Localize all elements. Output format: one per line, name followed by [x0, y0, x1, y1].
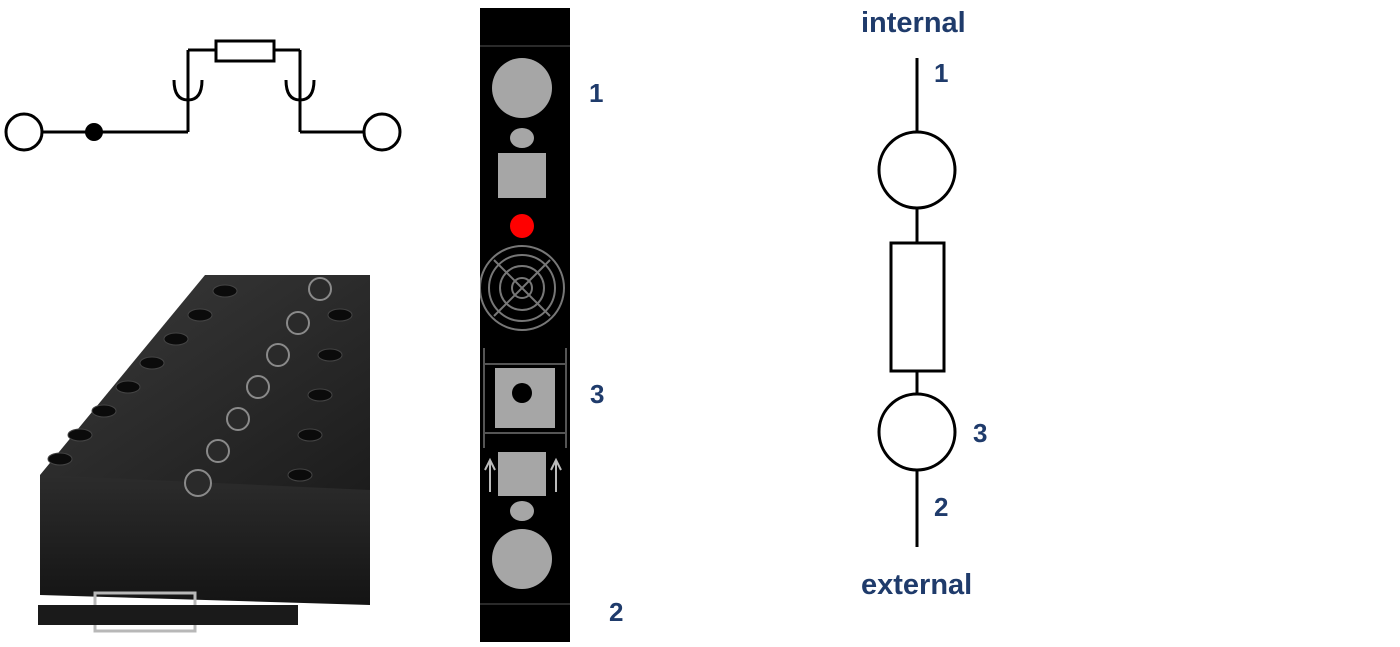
middle-terminal-hole: [512, 383, 532, 403]
junction-dot: [85, 123, 103, 141]
left-fuse-clip: [172, 79, 204, 102]
bottom-small-hole: [510, 501, 534, 521]
top-small-hole: [510, 128, 534, 148]
status-led: [510, 214, 534, 238]
top-square-terminal: [498, 153, 546, 198]
symbol-terminal-3-label: 3: [973, 418, 988, 448]
bottom-screw-circle: [492, 529, 552, 589]
terminal-1-circle: [877, 130, 957, 210]
terminal-slots: [47, 284, 353, 482]
middle-clamp-frame: [483, 348, 567, 448]
block-front-face: [40, 475, 370, 605]
top-screw-circle: [492, 58, 552, 118]
block-top-face: [40, 275, 370, 495]
right-terminal-circle: [362, 112, 402, 152]
module-front-view: [480, 8, 570, 642]
left-terminal-circle: [4, 112, 44, 152]
symbol-terminal-2-label: 2: [934, 492, 949, 522]
fuse-holder-caps: [184, 277, 332, 497]
bottom-square-terminal: [498, 452, 546, 496]
symbol-terminal-1-label: 1: [934, 58, 949, 88]
module-terminal-2-label: 2: [609, 597, 624, 627]
fuse-symbol: [889, 241, 946, 373]
terminal-block-photo: [38, 275, 370, 633]
fuse-holder-knob: [480, 245, 565, 331]
external-label: external: [861, 569, 973, 601]
module-terminal-3-label: 3: [590, 379, 605, 409]
fuse-terminal-schematic: [4, 39, 402, 152]
fuse-element: [214, 39, 276, 63]
block-base: [38, 605, 298, 625]
module-terminal-1-label: 1: [589, 78, 604, 108]
fuse-circuit-symbol: [877, 58, 957, 547]
internal-label: internal: [861, 7, 966, 39]
terminal-3-circle: [877, 392, 957, 472]
right-fuse-clip: [284, 79, 316, 102]
insert-arrow-icons: [484, 457, 562, 492]
